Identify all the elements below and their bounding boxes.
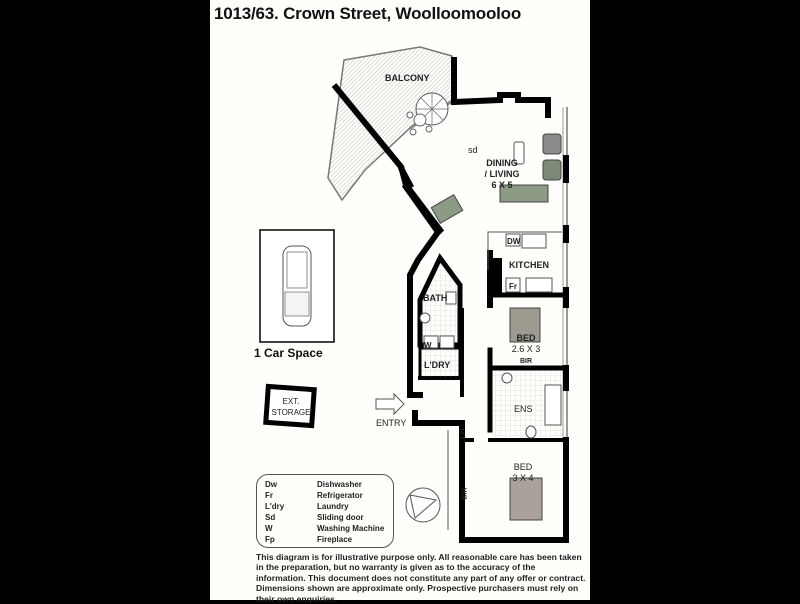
label-dining-living: DINING / LIVING 6 X 5 bbox=[484, 158, 520, 190]
ext-storage-box bbox=[263, 383, 317, 429]
balcony-area bbox=[327, 46, 457, 202]
label-bath: BATH bbox=[423, 293, 448, 303]
page-title: 1013/63. Crown Street, Woolloomooloo bbox=[214, 4, 522, 23]
label-ext-storage: EXT. STORAGE bbox=[271, 397, 311, 417]
label-bir-top: BIR bbox=[520, 358, 533, 365]
furniture bbox=[430, 133, 562, 530]
bath-area bbox=[417, 253, 463, 380]
label-linen: LIN bbox=[460, 428, 467, 439]
label-dishwasher: DW bbox=[507, 237, 521, 246]
label-bedroom-1: BED 3 X 4 bbox=[512, 462, 534, 483]
kitchen-area bbox=[487, 231, 562, 294]
label-ensuite: ENS bbox=[514, 404, 533, 414]
car-space-caption: 1 Car Space bbox=[254, 346, 323, 360]
label-sliding-door: sd bbox=[468, 145, 478, 155]
floor-plan-sheet: 1013/63. Crown Street, Woolloomooloo bbox=[210, 0, 590, 604]
label-bir-side: BIR bbox=[461, 487, 469, 500]
disclaimer-text: This diagram is for illustrative purpose… bbox=[256, 552, 586, 604]
car-space bbox=[259, 229, 335, 343]
floor-plan-drawing bbox=[259, 46, 569, 543]
entry-arrow-icon bbox=[375, 392, 405, 416]
ensuite-area bbox=[493, 372, 563, 439]
label-entry: ENTRY bbox=[376, 418, 407, 428]
label-washing-machine: W bbox=[424, 341, 432, 350]
label-bedroom-2: BED 2.6 X 3 bbox=[511, 333, 541, 354]
label-laundry: L'DRY bbox=[424, 360, 451, 370]
label-fridge: Fr bbox=[509, 282, 517, 291]
label-balcony: BALCONY bbox=[385, 73, 430, 83]
north-compass-icon bbox=[405, 487, 441, 523]
label-kitchen: KITCHEN bbox=[509, 260, 549, 270]
